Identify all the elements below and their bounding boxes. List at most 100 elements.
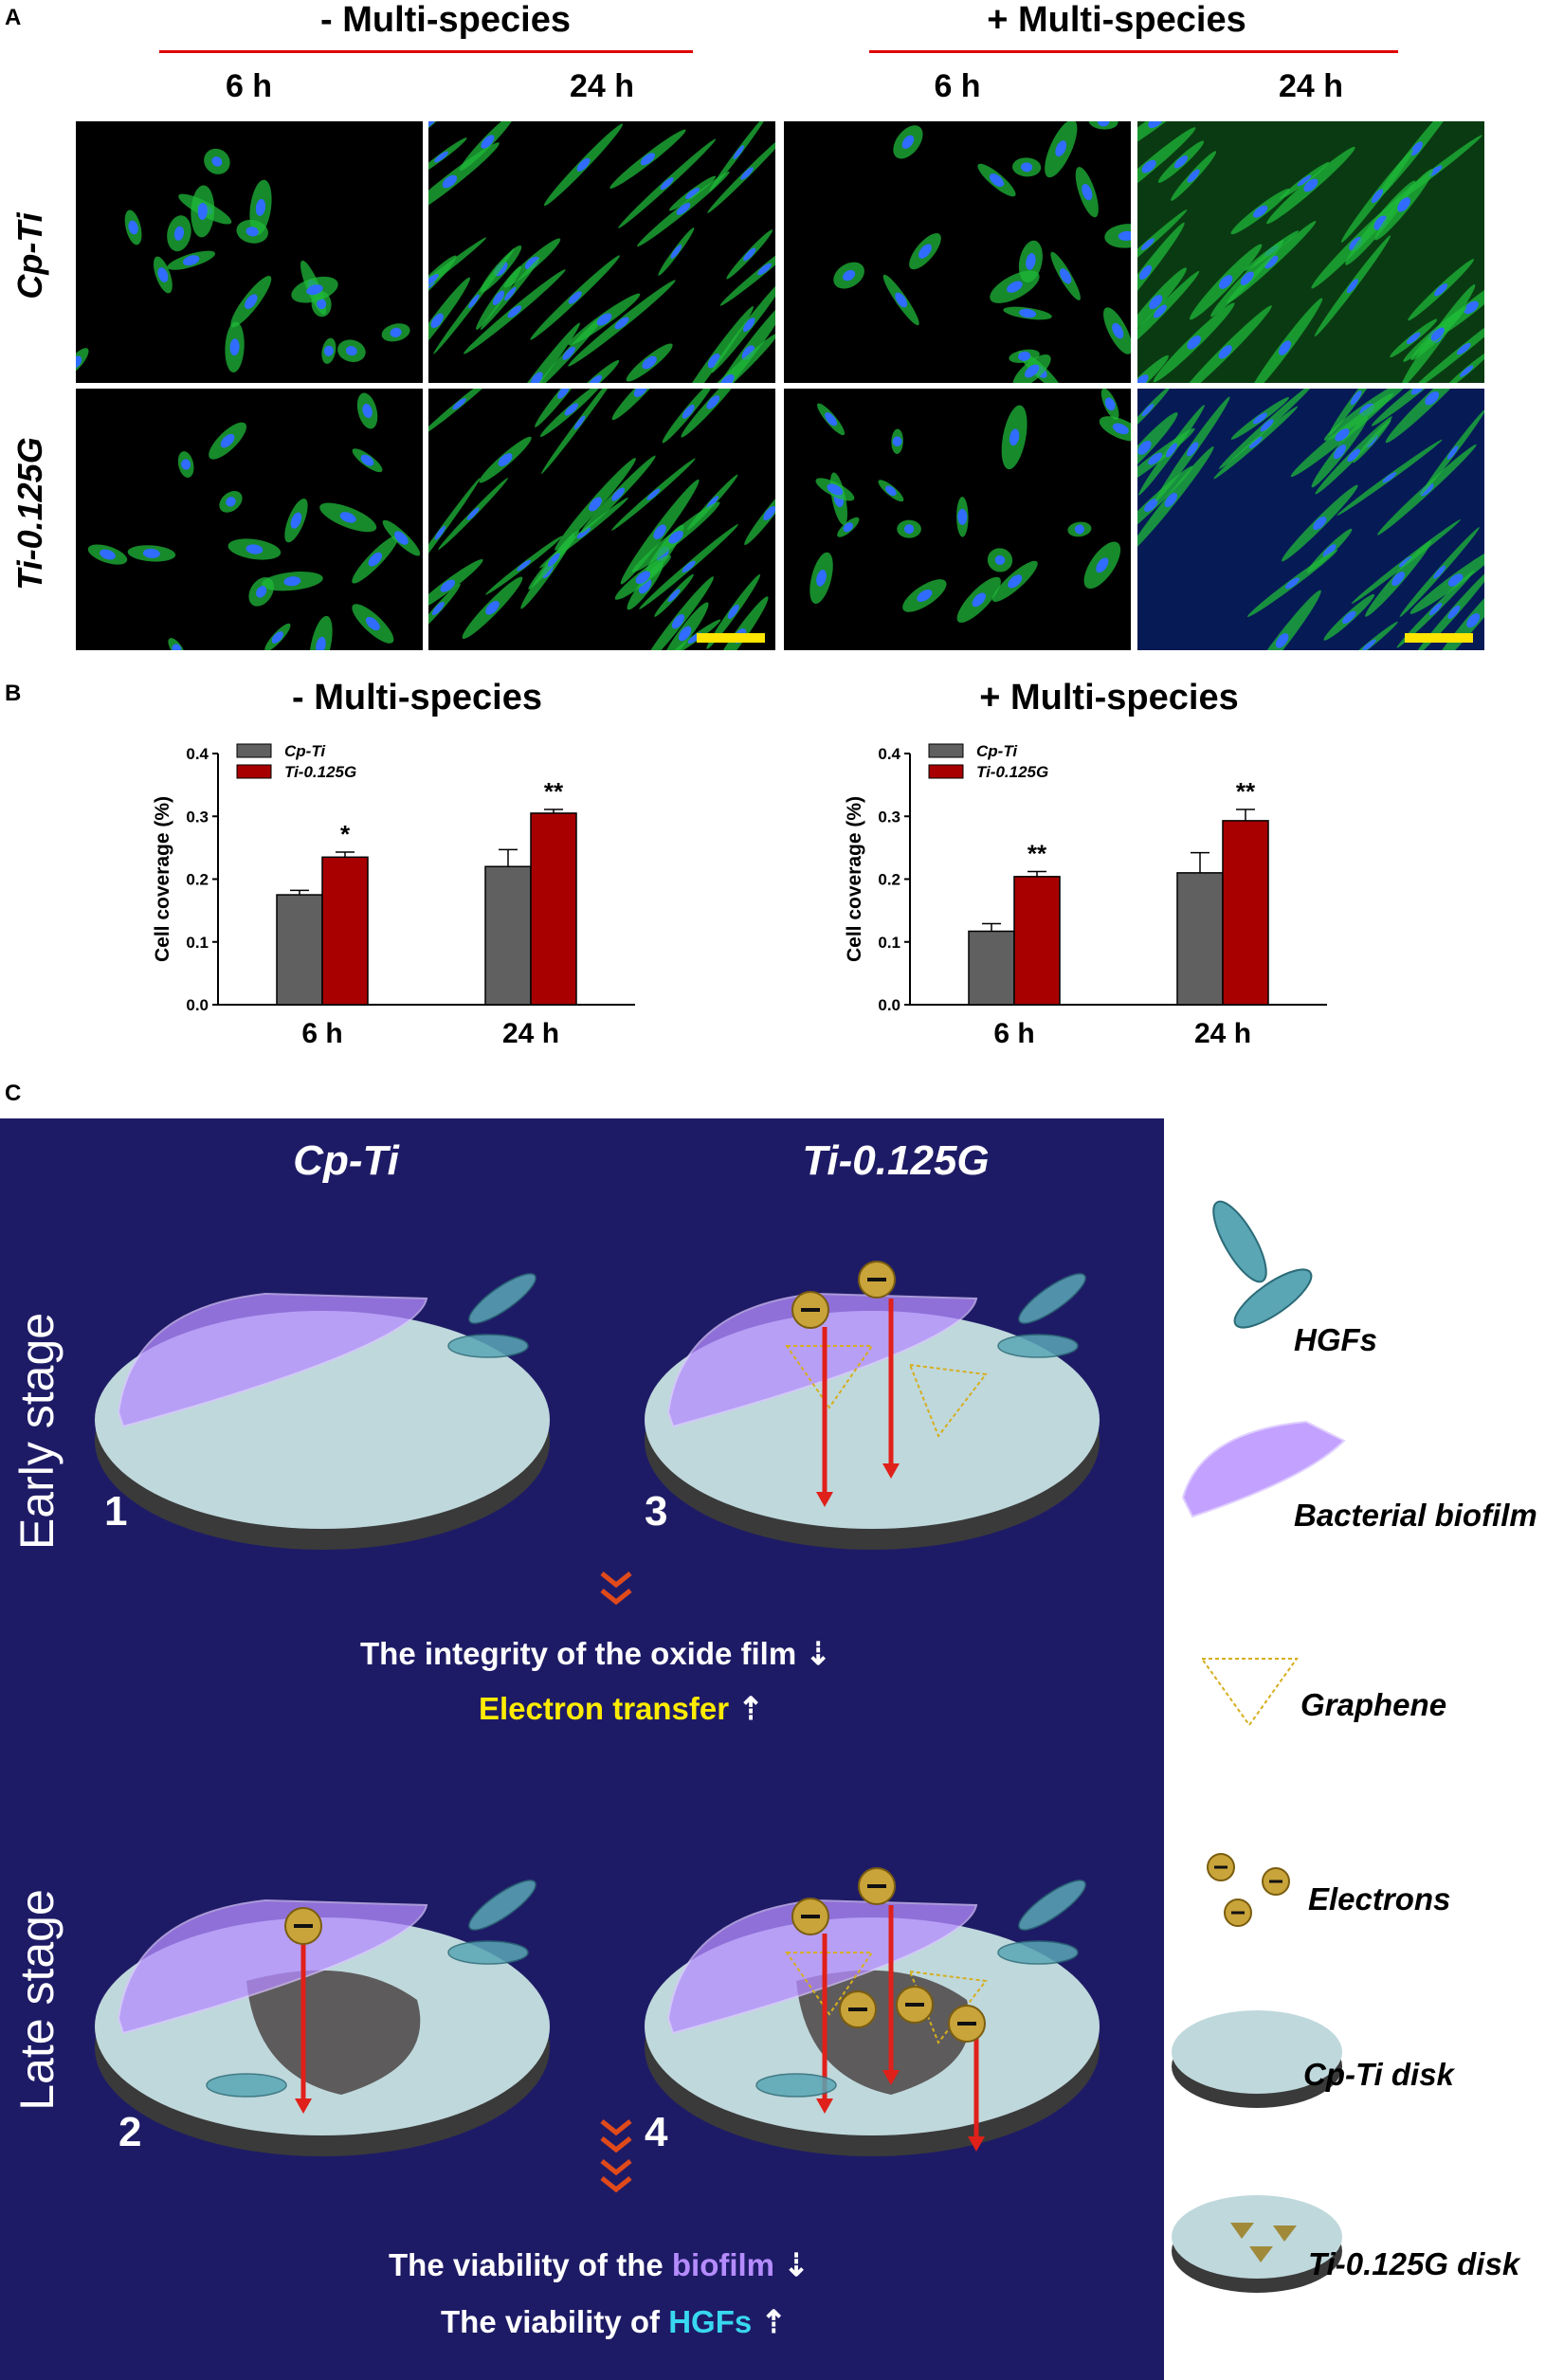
cell bbox=[817, 403, 846, 436]
cell bbox=[1067, 521, 1092, 537]
cell-nucleus bbox=[1446, 445, 1459, 460]
cell-nucleus bbox=[394, 531, 409, 545]
cell bbox=[1210, 240, 1284, 318]
cell bbox=[1396, 570, 1475, 648]
cell bbox=[284, 498, 308, 543]
cell-nucleus bbox=[741, 345, 755, 360]
cell-nucleus bbox=[678, 626, 692, 642]
bar bbox=[1013, 876, 1061, 1006]
cell bbox=[530, 255, 620, 340]
cell-nucleus bbox=[1112, 423, 1129, 435]
cell-nucleus bbox=[1346, 279, 1358, 294]
cell bbox=[614, 554, 671, 600]
cell bbox=[167, 215, 191, 252]
cell-nucleus bbox=[638, 578, 652, 594]
cell bbox=[668, 175, 717, 211]
cell bbox=[1385, 389, 1479, 444]
cell bbox=[168, 638, 186, 650]
cell-nucleus bbox=[492, 290, 505, 305]
cell bbox=[987, 548, 1013, 572]
cell-nucleus bbox=[640, 153, 656, 166]
cell-nucleus bbox=[596, 313, 612, 326]
cell bbox=[662, 389, 715, 444]
cell-nucleus bbox=[172, 644, 182, 650]
cell-body bbox=[459, 121, 516, 172]
disk-top bbox=[1172, 2195, 1342, 2279]
cell-nucleus bbox=[1137, 440, 1152, 455]
cell bbox=[1137, 127, 1196, 207]
cell bbox=[1075, 167, 1099, 218]
cell-nucleus bbox=[245, 294, 258, 309]
hgf-cell-icon bbox=[447, 1334, 529, 1358]
cell bbox=[1012, 157, 1042, 177]
bar bbox=[530, 812, 577, 1006]
cell bbox=[1345, 180, 1416, 265]
graphene-icon bbox=[1273, 2226, 1297, 2242]
panel-a-col-3: 6 h bbox=[934, 68, 981, 104]
x-tick-label: 24 h bbox=[1194, 1018, 1251, 1049]
cell-nucleus bbox=[434, 151, 448, 163]
cell-nucleus bbox=[562, 346, 575, 360]
cell-nucleus bbox=[498, 453, 513, 467]
chevron-down-icon bbox=[600, 2159, 632, 2176]
cell-nucleus bbox=[173, 226, 185, 241]
cell bbox=[833, 262, 864, 289]
cell bbox=[1137, 270, 1200, 353]
cell-nucleus bbox=[1019, 308, 1037, 318]
scene bbox=[95, 1273, 550, 1550]
y-tick-label: 0.3 bbox=[186, 808, 209, 826]
minus-sign bbox=[1231, 1911, 1245, 1915]
cell bbox=[352, 535, 399, 584]
cell-nucleus bbox=[197, 202, 208, 220]
cell-nucleus bbox=[1362, 639, 1376, 650]
legend-graphene: Graphene bbox=[1300, 1687, 1447, 1722]
minus-sign bbox=[1269, 1880, 1282, 1883]
cell bbox=[1178, 305, 1272, 383]
cell-nucleus bbox=[576, 527, 591, 539]
cell bbox=[631, 501, 720, 573]
cell bbox=[1100, 389, 1119, 420]
scene-number-3: 3 bbox=[645, 1488, 668, 1535]
cell-nucleus bbox=[682, 560, 696, 573]
cell-nucleus bbox=[1141, 403, 1155, 417]
cell bbox=[571, 359, 620, 383]
cell bbox=[1408, 259, 1475, 321]
cell-nucleus bbox=[229, 338, 240, 356]
graphene-icon bbox=[1200, 1658, 1299, 1727]
bar bbox=[321, 856, 369, 1006]
cell-nucleus bbox=[1347, 448, 1360, 463]
cell-nucleus bbox=[633, 389, 648, 397]
cell bbox=[1323, 593, 1375, 641]
cell bbox=[261, 572, 323, 591]
scene-number-4: 4 bbox=[645, 2109, 668, 2155]
cell bbox=[76, 348, 89, 377]
cell bbox=[1282, 484, 1358, 562]
cell bbox=[1137, 222, 1185, 322]
significance-label: ** bbox=[544, 777, 564, 806]
cell bbox=[1138, 405, 1205, 496]
cell-nucleus bbox=[901, 135, 915, 149]
cell bbox=[337, 339, 366, 362]
x-tick-label: 24 h bbox=[502, 1018, 559, 1049]
cell bbox=[677, 333, 775, 383]
graphene-icon bbox=[908, 1363, 988, 1439]
cell-nucleus bbox=[481, 135, 495, 149]
panel-c-letter: C bbox=[5, 1081, 22, 1106]
cell bbox=[1431, 572, 1484, 650]
chevron-down-icon bbox=[600, 1589, 632, 1606]
cell-nucleus bbox=[339, 512, 356, 523]
cell bbox=[611, 458, 696, 531]
cell-nucleus bbox=[682, 404, 695, 419]
cell-nucleus bbox=[431, 601, 445, 616]
hgf-cell-icon bbox=[447, 1940, 529, 1965]
cell bbox=[1018, 240, 1043, 283]
cell bbox=[726, 229, 773, 280]
cell bbox=[744, 481, 775, 546]
minus-sign bbox=[867, 1278, 886, 1281]
cell-nucleus bbox=[1166, 443, 1177, 458]
y-axis-label: Cell coverage (%) bbox=[844, 796, 865, 962]
cell-nucleus bbox=[365, 616, 380, 631]
minus-sign bbox=[294, 1924, 313, 1928]
legend-illustrations bbox=[1172, 1200, 1346, 2293]
cell-nucleus bbox=[1322, 544, 1337, 557]
